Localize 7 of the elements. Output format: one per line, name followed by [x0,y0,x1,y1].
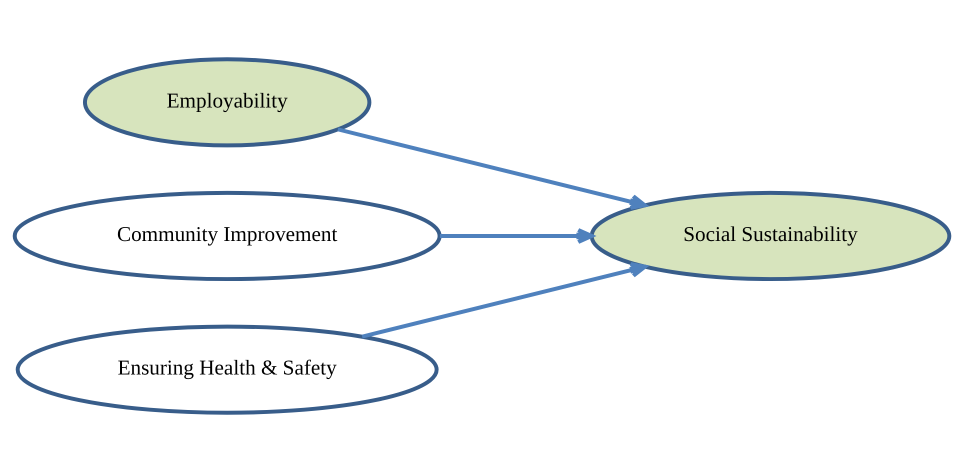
arrow [439,228,594,244]
node-ellipse: Community Improvement [12,190,442,282]
arrow [361,262,646,339]
node-ellipse: Social Sustainability [589,190,951,282]
node-ellipse: Employability [82,57,371,148]
arrow [336,127,646,210]
node-ellipse: Ensuring Health & Safety [15,324,438,415]
